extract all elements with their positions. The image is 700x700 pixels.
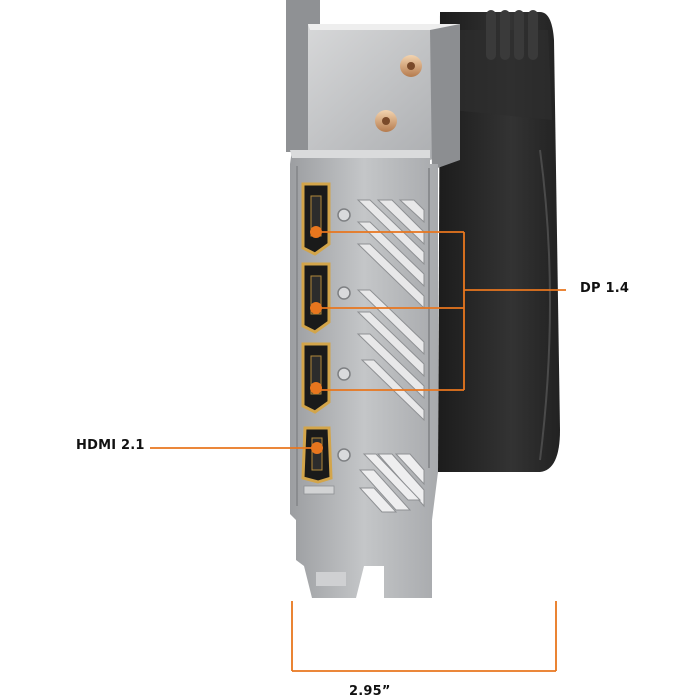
dp-callout-lines [316,231,566,391]
cooler-shroud [438,10,560,472]
screw-icon [337,208,351,462]
dp-label: DP 1.4 [580,281,630,296]
width-dimension-label: 2.95” [349,684,391,699]
width-dimension-bracket [291,601,557,672]
copper-screw-bottom [375,110,397,132]
vent-grille-lower [358,453,425,513]
displayport-2 [301,262,331,334]
metal-frame [286,0,460,170]
displayport-1 [301,182,331,256]
displayport-3 [301,342,331,414]
copper-screw-top [400,55,422,77]
hdmi-label: HDMI 2.1 [76,438,145,453]
